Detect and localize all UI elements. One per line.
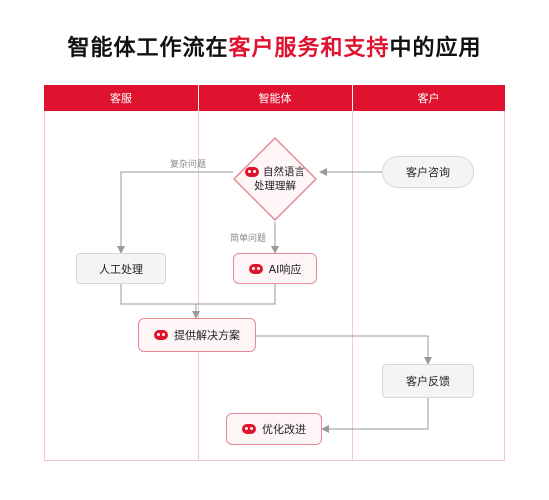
edge-feedback-to-optimize [321, 398, 429, 433]
lane-label-customer: 客户 [417, 92, 440, 105]
title-part2: 中的应用 [389, 36, 482, 61]
lane-header-customer: 客户 [352, 85, 505, 111]
lane-divider [352, 85, 353, 461]
edge-nlp-to-manual [117, 171, 233, 254]
node-nlp-line1: 自然语言 [263, 166, 305, 178]
decision-diamond-shape [233, 137, 317, 221]
node-provide-solution-label: 提供解决方案 [174, 329, 240, 342]
robot-icon [242, 424, 256, 434]
robot-icon [248, 263, 263, 274]
node-optimize-improve: 优化改进 [226, 413, 322, 445]
edge-label-simple: 简单问题 [230, 234, 267, 244]
node-customer-feedback: 客户反馈 [382, 364, 474, 398]
page-title: 智能体工作流在客户服务和支持中的应用 [0, 30, 549, 62]
node-customer-feedback-label: 客户反馈 [406, 375, 450, 388]
node-nlp-line2: 处理理解 [254, 180, 296, 192]
lane-label-agent: 智能体 [258, 92, 292, 105]
edge-manual-to-solution [120, 284, 200, 319]
node-manual-handling-label: 人工处理 [99, 262, 143, 276]
robot-icon [154, 330, 168, 340]
edge-ai-to-solution [196, 284, 276, 305]
lane-header-service: 客服 [44, 85, 198, 111]
node-ai-response: AI响应 [233, 253, 317, 284]
lane-header-agent: 智能体 [198, 85, 352, 111]
node-customer-inquiry: 客户咨询 [382, 156, 474, 188]
node-customer-inquiry-label: 客户咨询 [406, 166, 450, 179]
lane-header-separator [198, 85, 199, 111]
node-optimize-improve-label: 优化改进 [262, 423, 306, 436]
node-nlp-decision: 自然语言 处理理解 [232, 136, 318, 222]
edge-solution-to-feedback [256, 335, 432, 365]
robot-icon [245, 167, 259, 177]
lane-label-service: 客服 [110, 92, 132, 105]
lane-divider [198, 85, 199, 461]
title-part1: 智能体工作流在 [67, 36, 229, 61]
node-ai-response-label: AI响应 [268, 262, 302, 276]
title-highlight: 客户服务和支持 [228, 36, 390, 61]
edge-label-complex: 复杂问题 [170, 160, 207, 170]
node-provide-solution: 提供解决方案 [138, 318, 256, 352]
node-manual-handling: 人工处理 [76, 253, 166, 284]
lane-header-separator [352, 85, 353, 111]
